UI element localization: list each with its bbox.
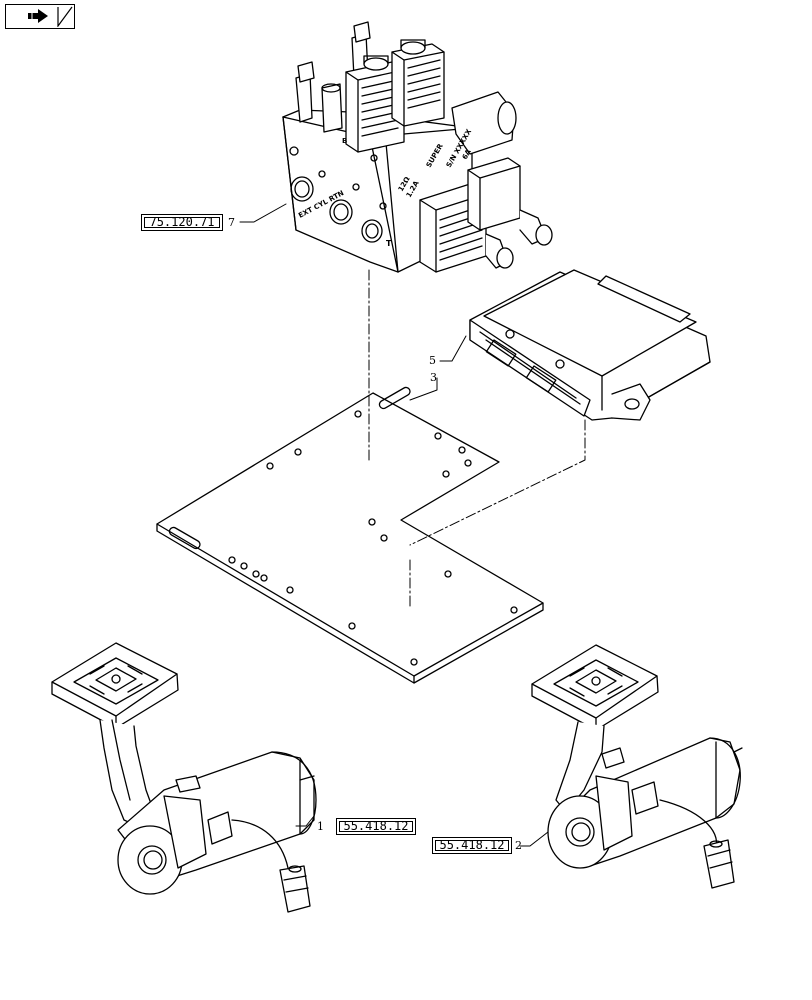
valve-port-t-label: T — [386, 239, 392, 248]
leader-line-2 — [519, 831, 549, 847]
callout-number-2: 2 — [515, 839, 522, 852]
pedal-actuator-right[interactable] — [531, 644, 743, 889]
arrow-right-icon — [28, 6, 73, 28]
valve-port-b-label: B — [342, 137, 347, 145]
ref-box-1[interactable]: 55.418.12 — [336, 818, 416, 835]
pedal-actuator-left[interactable] — [51, 642, 317, 913]
controller-module[interactable] — [469, 269, 711, 421]
ref-box-2[interactable]: 55.418.12 — [432, 837, 512, 854]
leader-line-3 — [409, 377, 438, 401]
valve-block-assembly[interactable]: EXT CYL RTN 12Ω 1.2A SUPER S/N XXXXX 6A … — [282, 21, 553, 273]
ref-box-7[interactable]: 75.120.71 — [141, 214, 223, 231]
navigation-button[interactable] — [5, 4, 75, 29]
callout-number-1: 1 — [317, 820, 324, 833]
mounting-plate[interactable] — [156, 386, 544, 684]
leader-line-7 — [239, 203, 287, 223]
callout-number-3: 3 — [430, 371, 437, 384]
callout-number-7: 7 — [228, 216, 235, 229]
leader-line-5 — [439, 335, 467, 362]
leader-line-1 — [295, 815, 315, 827]
callout-number-5: 5 — [429, 354, 436, 367]
